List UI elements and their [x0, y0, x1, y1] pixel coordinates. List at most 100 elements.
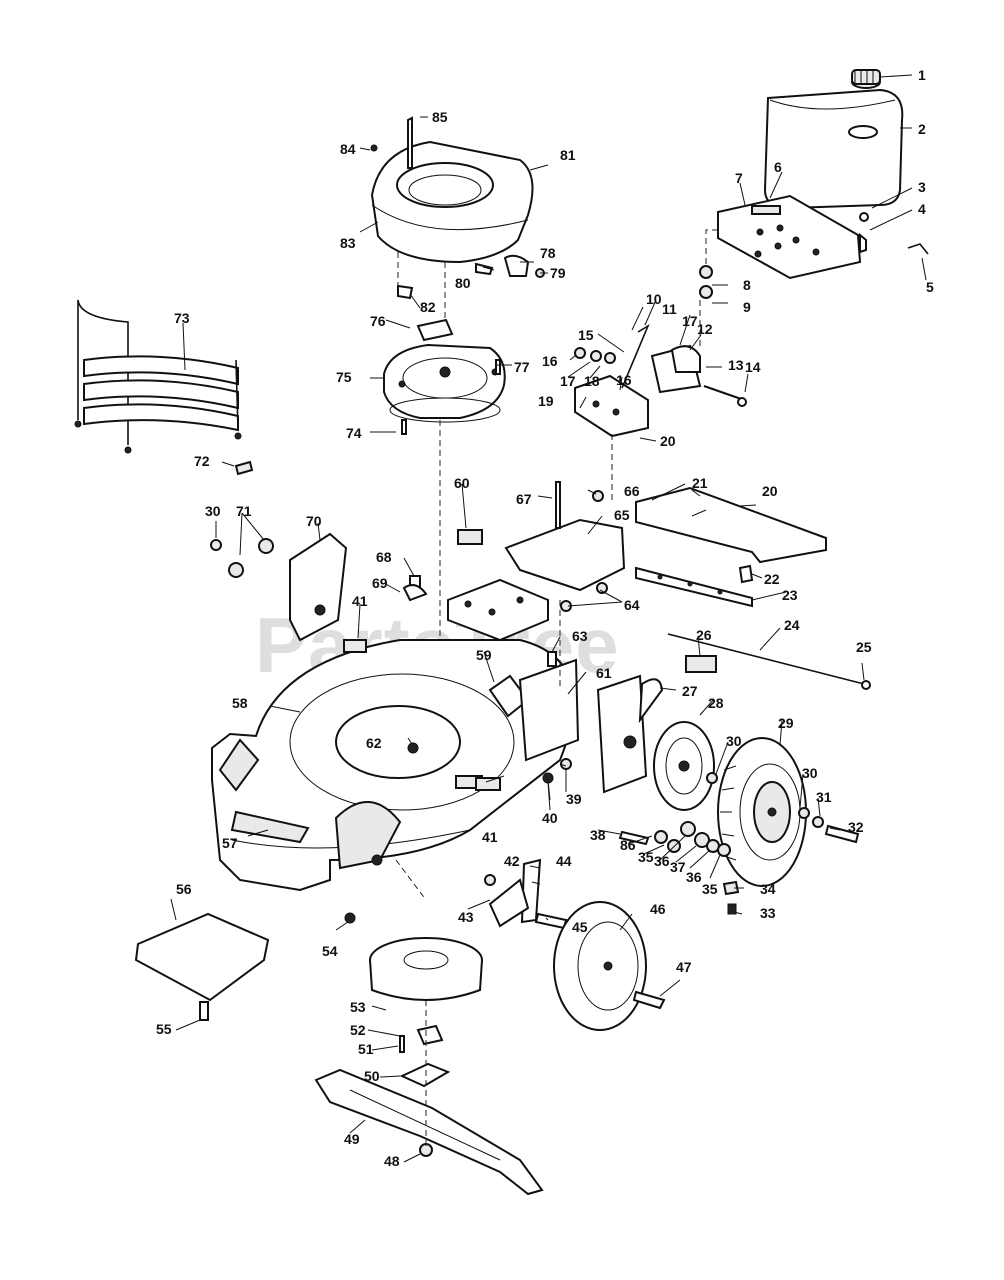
callout-77[interactable]: 77	[514, 359, 530, 375]
callout-70[interactable]: 70	[306, 513, 322, 529]
callout-17b[interactable]: 17	[682, 313, 698, 329]
callout-24[interactable]: 24	[784, 617, 800, 633]
callout-34[interactable]: 34	[760, 881, 776, 897]
axle-bolt	[824, 824, 860, 844]
callout-9[interactable]: 9	[743, 299, 751, 315]
callout-55[interactable]: 55	[156, 1021, 172, 1037]
callout-86[interactable]: 86	[620, 837, 636, 853]
callout-48[interactable]: 48	[384, 1153, 400, 1169]
callout-39[interactable]: 39	[566, 791, 582, 807]
callout-35b[interactable]: 35	[702, 881, 718, 897]
callout-41b[interactable]: 41	[482, 829, 498, 845]
callout-46[interactable]: 46	[650, 901, 666, 917]
callout-67[interactable]: 67	[516, 491, 532, 507]
callout-84[interactable]: 84	[340, 141, 356, 157]
callout-72[interactable]: 72	[194, 453, 210, 469]
callout-75[interactable]: 75	[336, 369, 352, 385]
callout-28[interactable]: 28	[708, 695, 724, 711]
callout-14[interactable]: 14	[745, 359, 761, 375]
callout-32[interactable]: 32	[848, 819, 864, 835]
callout-27[interactable]: 27	[682, 683, 698, 699]
callout-31[interactable]: 31	[816, 789, 832, 805]
callout-22[interactable]: 22	[764, 571, 780, 587]
callout-17[interactable]: 17	[560, 373, 576, 389]
callout-58[interactable]: 58	[232, 695, 248, 711]
callout-15[interactable]: 15	[578, 327, 594, 343]
callout-23[interactable]: 23	[782, 587, 798, 603]
callout-35[interactable]: 35	[638, 849, 654, 865]
discharge-chute	[134, 912, 270, 1002]
callout-29[interactable]: 29	[778, 715, 794, 731]
callout-62[interactable]: 62	[366, 735, 382, 751]
callout-33[interactable]: 33	[760, 905, 776, 921]
callout-47[interactable]: 47	[676, 959, 692, 975]
callout-2[interactable]: 2	[918, 121, 926, 137]
callout-10[interactable]: 10	[646, 291, 662, 307]
callout-38[interactable]: 38	[590, 827, 606, 843]
callout-30[interactable]: 30	[726, 733, 742, 749]
callout-63[interactable]: 63	[572, 628, 588, 644]
callout-7[interactable]: 7	[735, 170, 743, 186]
callout-82[interactable]: 82	[420, 299, 436, 315]
callout-44[interactable]: 44	[556, 853, 572, 869]
callout-11[interactable]: 11	[662, 301, 677, 317]
bushing	[228, 562, 244, 578]
callout-37[interactable]: 37	[670, 859, 686, 875]
callout-69[interactable]: 69	[372, 575, 388, 591]
callout-71[interactable]: 71	[236, 503, 252, 519]
callout-66[interactable]: 66	[624, 483, 640, 499]
callout-85[interactable]: 85	[432, 109, 448, 125]
callout-79[interactable]: 79	[550, 265, 566, 281]
callout-61[interactable]: 61	[596, 665, 612, 681]
callout-36b[interactable]: 36	[686, 869, 702, 885]
callout-40[interactable]: 40	[542, 810, 558, 826]
callout-59[interactable]: 59	[476, 647, 492, 663]
callout-68[interactable]: 68	[376, 549, 392, 565]
callout-36[interactable]: 36	[654, 853, 670, 869]
callout-78[interactable]: 78	[540, 245, 556, 261]
callout-53[interactable]: 53	[350, 999, 366, 1015]
callout-41[interactable]: 41	[352, 593, 368, 609]
callout-5[interactable]: 5	[926, 279, 934, 295]
callout-4[interactable]: 4	[918, 201, 926, 217]
callout-73[interactable]: 73	[174, 310, 190, 326]
callout-3[interactable]: 3	[918, 179, 926, 195]
callout-20[interactable]: 20	[660, 433, 676, 449]
gasket	[416, 318, 454, 342]
callout-16b[interactable]: 16	[616, 372, 632, 388]
callout-18[interactable]: 18	[584, 373, 600, 389]
callout-65[interactable]: 65	[614, 507, 630, 523]
callout-26[interactable]: 26	[696, 627, 712, 643]
callout-20b[interactable]: 20	[762, 483, 778, 499]
callout-30c[interactable]: 30	[205, 503, 221, 519]
callout-81[interactable]: 81	[560, 147, 576, 163]
callout-57[interactable]: 57	[222, 835, 238, 851]
callout-74[interactable]: 74	[346, 425, 362, 441]
callout-19[interactable]: 19	[538, 393, 554, 409]
callout-60[interactable]: 60	[454, 475, 470, 491]
callout-80[interactable]: 80	[455, 275, 471, 291]
callout-50[interactable]: 50	[364, 1068, 380, 1084]
callout-83[interactable]: 83	[340, 235, 356, 251]
callout-42[interactable]: 42	[504, 853, 520, 869]
callout-1[interactable]: 1	[918, 67, 926, 83]
callout-56[interactable]: 56	[176, 881, 192, 897]
callout-16[interactable]: 16	[542, 353, 558, 369]
bolt-head	[737, 397, 747, 407]
callout-64[interactable]: 64	[624, 597, 640, 613]
callout-54[interactable]: 54	[322, 943, 338, 959]
callout-76[interactable]: 76	[370, 313, 386, 329]
callout-43[interactable]: 43	[458, 909, 474, 925]
callout-51[interactable]: 51	[358, 1041, 374, 1057]
callout-8[interactable]: 8	[743, 277, 751, 293]
callout-13[interactable]: 13	[728, 357, 744, 373]
callout-49[interactable]: 49	[344, 1131, 360, 1147]
callout-25[interactable]: 25	[856, 639, 872, 655]
wheel-washer-30	[706, 772, 718, 784]
callout-52[interactable]: 52	[350, 1022, 366, 1038]
callout-21[interactable]: 21	[692, 475, 708, 491]
callout-6[interactable]: 6	[774, 159, 782, 175]
callout-45[interactable]: 45	[572, 919, 588, 935]
callout-12[interactable]: 12	[697, 321, 713, 337]
callout-30b[interactable]: 30	[802, 765, 818, 781]
